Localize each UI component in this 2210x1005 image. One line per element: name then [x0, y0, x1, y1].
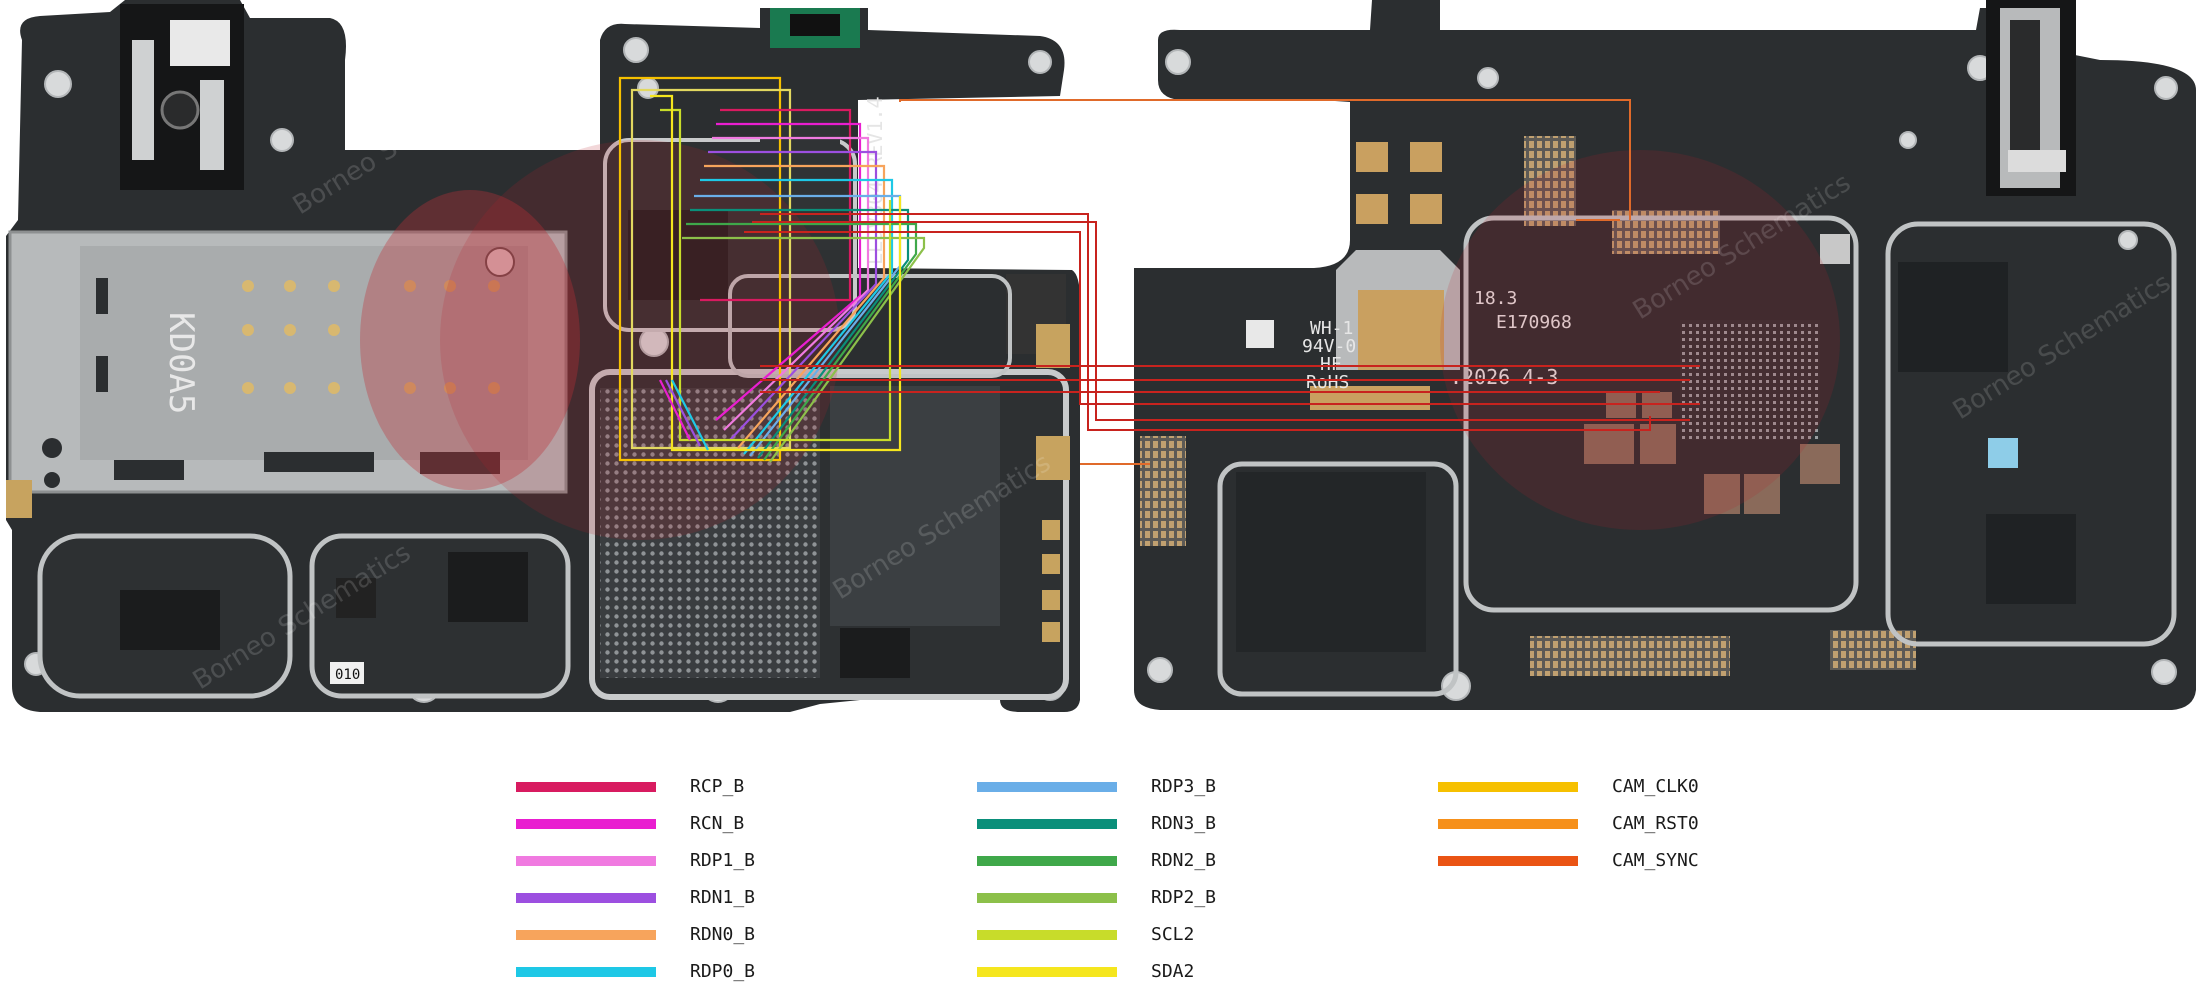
right-audio-jack [1986, 0, 2076, 196]
left-chip-c [336, 578, 376, 618]
label-010: 010 [335, 667, 360, 683]
left-pads-right [1042, 520, 1060, 642]
right-soc [1236, 472, 1426, 652]
right-board: WH-1 94V-0 HF RoHS 18.3 E170968 .2026 4-… [1134, 0, 2196, 710]
right-connector-left [1140, 436, 1186, 546]
right-watermark-blob [1440, 150, 1840, 530]
sim-tray: KD0A5 [6, 190, 580, 518]
right-connector-br [1830, 630, 1916, 670]
e-code: E170968 [1496, 312, 1572, 333]
left-audio-jack [120, 4, 244, 190]
left-shield-right [728, 274, 1012, 378]
left-chip-b [448, 552, 528, 622]
cert-line-1: WH-1 [1310, 318, 1353, 339]
right-shield-center [1463, 215, 1859, 613]
center-gold-pad [1358, 290, 1444, 370]
memory-chip [830, 386, 1000, 626]
sim-marking: KD0A5 [161, 312, 201, 414]
pmic-chip [1898, 262, 2008, 372]
label-010-box [330, 662, 364, 684]
right-bga [1680, 320, 1820, 440]
right-connector-top [1524, 136, 1576, 226]
cert-number: 18.3 [1474, 288, 1517, 309]
cert-line-4: RoHS [1306, 372, 1349, 393]
left-chip-a [120, 590, 220, 650]
right-connector-bottom [1530, 636, 1730, 676]
audio-chip [1986, 514, 2076, 604]
left-soc-area [589, 274, 1070, 700]
cert-line-2: 94V-0 [1302, 336, 1356, 357]
gold-pads-top [1356, 142, 1442, 224]
right-soc-shield [1217, 461, 1459, 697]
left-board: KD0A5 010 [6, 0, 1080, 712]
cert-line-3: HF [1320, 354, 1342, 375]
traces-crossboard [744, 99, 1700, 465]
right-shield-far [1885, 221, 2177, 647]
